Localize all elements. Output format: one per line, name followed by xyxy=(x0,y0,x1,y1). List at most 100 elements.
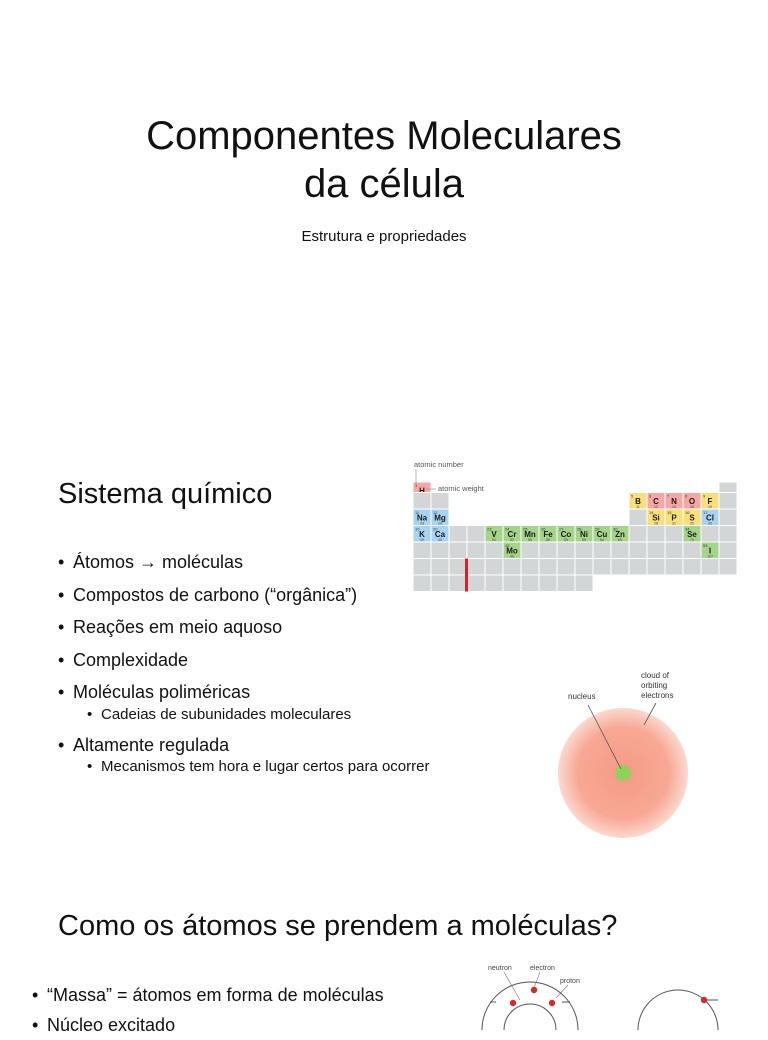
element-weight: 11 xyxy=(636,505,640,509)
element-cell-grey xyxy=(628,508,648,526)
electron-dot xyxy=(530,986,538,994)
element-symbol: Mo xyxy=(506,547,518,556)
element-cell-grey xyxy=(700,525,720,543)
element-cell-grey xyxy=(646,558,666,576)
element-number: 20 xyxy=(433,527,438,532)
element-cell-grey xyxy=(430,558,450,576)
element-symbol: H xyxy=(419,487,425,496)
electron-dot xyxy=(509,999,517,1007)
element-number: 14 xyxy=(649,510,654,515)
element-cell-grey xyxy=(448,574,468,592)
element-symbol: F xyxy=(708,497,713,506)
element-cell-grey xyxy=(718,508,738,526)
element-cell-grey xyxy=(718,525,738,543)
element-number: 1 xyxy=(415,483,418,488)
element-symbol: Co xyxy=(561,530,572,539)
element-cell-grey xyxy=(556,574,576,592)
element-weight: 96 xyxy=(510,555,514,559)
element-weight: 40 xyxy=(438,538,442,542)
element-weight: 24 xyxy=(438,522,442,526)
element-cell-grey xyxy=(412,492,432,510)
bullet-item: Átomos → moléculas xyxy=(58,546,429,579)
element-cell-grey xyxy=(646,541,666,559)
element-cell-grey xyxy=(574,541,594,559)
element-symbol: Fe xyxy=(543,530,553,539)
element-symbol: Cu xyxy=(597,530,608,539)
atomic-number-label: atomic number xyxy=(414,460,464,469)
element-symbol: Cr xyxy=(508,530,517,539)
element-number: 5 xyxy=(631,494,634,499)
element-number: 34 xyxy=(685,527,690,532)
element-cell-grey xyxy=(682,541,702,559)
element-number: 19 xyxy=(415,527,420,532)
presentation-title: Componentes Moleculares da célula xyxy=(0,112,768,208)
element-weight: 56 xyxy=(546,538,550,542)
element-number: 27 xyxy=(559,527,564,532)
bullet-item: Reações em meio aquoso xyxy=(58,611,429,644)
element-weight: 35 xyxy=(708,522,712,526)
atom-model-figure: neutron electron proton xyxy=(478,960,740,1040)
title-line-2: da célula xyxy=(303,162,465,206)
element-symbol: I xyxy=(709,547,711,556)
element-cell-grey xyxy=(520,558,540,576)
element-number: 24 xyxy=(505,527,510,532)
element-symbol: S xyxy=(689,514,695,523)
element-weight: 31 xyxy=(672,522,676,526)
nucleus-label: nucleus xyxy=(568,692,596,701)
sub-bullet-item: Mecanismos tem hora e lugar certos para … xyxy=(58,755,429,779)
element-cell-grey xyxy=(556,558,576,576)
element-symbol: Na xyxy=(417,514,428,523)
element-cell-grey xyxy=(574,574,594,592)
element-number: 9 xyxy=(703,494,706,499)
element-cell-grey xyxy=(448,558,468,576)
nucleus-shape xyxy=(615,765,631,781)
element-symbol: K xyxy=(419,530,425,539)
element-cell-grey xyxy=(484,558,504,576)
element-cell-grey xyxy=(484,541,504,559)
element-cell-grey xyxy=(484,574,504,592)
element-cell-grey xyxy=(502,558,522,576)
element-symbol: O xyxy=(689,497,695,506)
element-cell-grey xyxy=(592,558,612,576)
element-cell-grey xyxy=(610,541,630,559)
element-number: 7 xyxy=(667,494,670,499)
subtitle: Estrutura e propriedades xyxy=(301,228,467,245)
element-symbol: Cl xyxy=(706,514,714,523)
element-cell-grey xyxy=(718,558,738,576)
element-weight: 16 xyxy=(690,505,694,509)
element-weight: 59 xyxy=(582,538,586,542)
bullet-item: Complexidade xyxy=(58,644,429,677)
bullet-item: Altamente regulada xyxy=(58,729,429,762)
element-weight: 19 xyxy=(708,505,712,509)
element-number: 29 xyxy=(595,527,600,532)
slide-heading: Como os átomos se prendem a moléculas? xyxy=(58,910,618,942)
element-symbol: Mg xyxy=(434,514,446,523)
proton-label: proton xyxy=(560,978,580,985)
element-cell-grey xyxy=(520,574,540,592)
element-cell-grey xyxy=(628,541,648,559)
element-cell-grey xyxy=(538,574,558,592)
element-cell-grey xyxy=(664,541,684,559)
element-symbol: B xyxy=(635,497,641,506)
element-cell-grey xyxy=(502,574,522,592)
element-number: 23 xyxy=(487,527,492,532)
element-weight: 52 xyxy=(510,538,514,542)
element-cell-grey xyxy=(610,558,630,576)
element-cell-grey xyxy=(412,541,432,559)
element-weight: 23 xyxy=(420,522,424,526)
element-cell-grey xyxy=(664,558,684,576)
element-number: 28 xyxy=(577,527,582,532)
element-cell-grey xyxy=(466,525,486,543)
element-weight: 64 xyxy=(600,538,604,542)
title-line-1: Componentes Moleculares xyxy=(146,114,622,158)
element-cell-grey xyxy=(520,541,540,559)
electron-shell-second-atom xyxy=(637,989,719,1040)
element-number: 30 xyxy=(613,527,618,532)
element-weight: 65 xyxy=(618,538,622,542)
element-number: 53 xyxy=(703,543,708,548)
element-number: 15 xyxy=(667,510,672,515)
element-weight: 12 xyxy=(654,505,658,509)
lanthanide-marker xyxy=(465,558,468,592)
